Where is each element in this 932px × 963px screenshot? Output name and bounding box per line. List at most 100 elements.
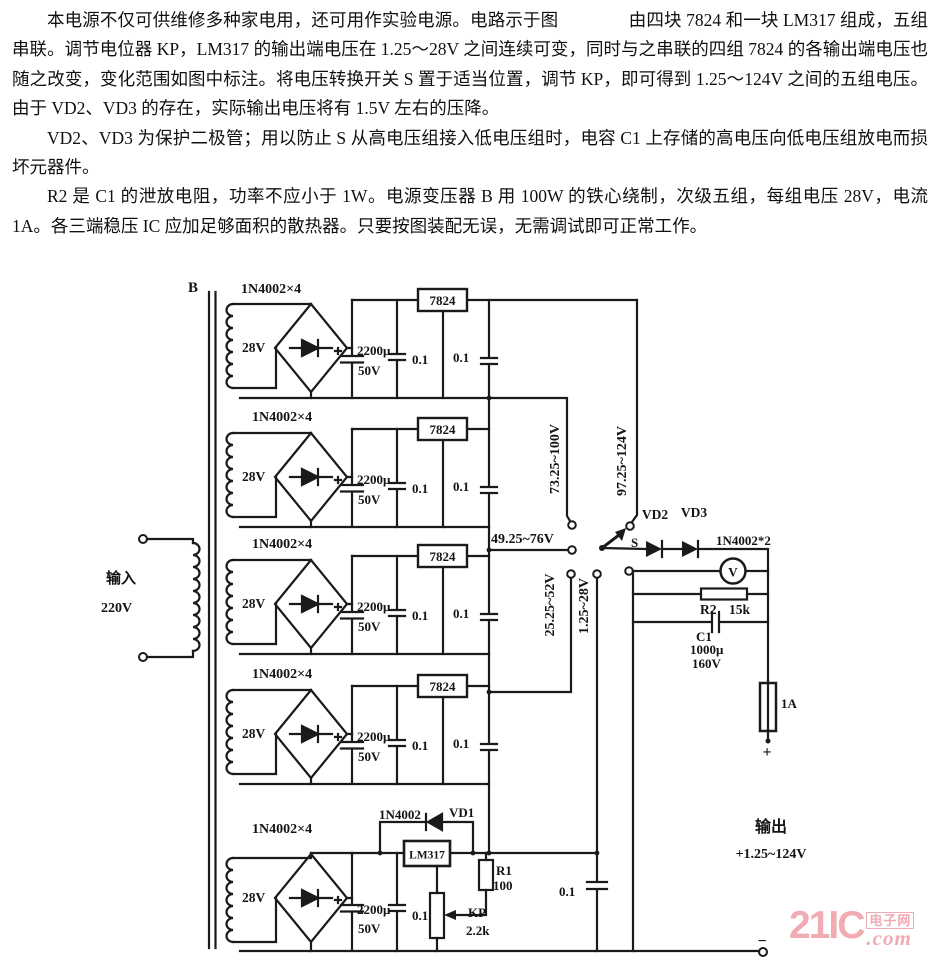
cap-2200u-label: 2200μ — [357, 343, 391, 358]
rectifier-group-4: 7824 1N4002×4 28V 2200μ 50V 0.1 0.1 — [225, 667, 499, 786]
vd1-type-label: 1N4002 — [379, 807, 421, 822]
watermark-21ic: 21IC 电子网 .com — [789, 904, 915, 949]
cap-50v-label: 50V — [358, 492, 381, 507]
output-section: VD2 VD3 1N4002*2 V R2 15k C1 1000μ 160V … — [238, 505, 807, 957]
tap-label-25-52: 25.25~52V — [543, 574, 558, 637]
kp-name-label: KP — [468, 905, 486, 920]
input-label: 输入 — [106, 569, 136, 587]
output-label: 输出 — [755, 817, 787, 836]
watermark-cn-badge: 电子网 — [866, 912, 915, 929]
paragraph-2: VD2、VD3 为保护二极管；用以防止 S 从高电压组接入低电压组时，电容 C1… — [12, 127, 928, 177]
wiper-arrow-icon — [444, 910, 456, 920]
switch-arm-arrow-icon — [615, 528, 626, 541]
cap-2200u-label: 2200μ — [357, 599, 391, 614]
regulator-label: 7824 — [430, 293, 457, 308]
vd1-name-label: VD1 — [449, 805, 474, 820]
transformer: B 输入 220V — [101, 280, 217, 950]
vd2-diode-icon — [646, 541, 662, 557]
r2-resistor — [699, 587, 749, 601]
rectifier-group-1: 7824 1N4002×4 28V 2200μ 50V 0.1 0.1 — [225, 282, 639, 400]
winding-voltage-label: 28V — [242, 890, 266, 905]
watermark-brand: 21IC — [789, 904, 865, 947]
minus-terminal-label: − — [757, 933, 766, 950]
transformer-core — [207, 290, 217, 950]
kp-value-label: 2.2k — [466, 923, 490, 938]
vd3-diode-icon — [682, 541, 698, 557]
rectifier-group-3: 7824 1N4002×4 28V 2200μ 50V 0.1 0.1 — [225, 537, 499, 656]
kp-potentiometer: KP 2.2k — [428, 864, 490, 953]
cap-50v-label: 50V — [358, 363, 381, 378]
output-voltage-label: +1.25~124V — [736, 847, 807, 862]
input-voltage-label: 220V — [101, 601, 132, 616]
rectifier-group-2: 7824 1N4002×4 28V 2200μ 50V 0.1 0.1 — [225, 410, 499, 529]
cap-01a-label: 0.1 — [412, 608, 428, 623]
output-cap-label: 0.1 — [559, 884, 575, 899]
paragraph-1: 本电源不仅可供维修多种家电用，还可用作实验电源。电路示于图 由四块 7824 和… — [12, 10, 928, 119]
switch-label: S — [631, 535, 638, 550]
c1-capacitor — [631, 610, 770, 634]
regulator-lm317 — [402, 839, 452, 868]
bridge-diodes-label: 1N4002×4 — [252, 667, 312, 682]
voltmeter-label: V — [728, 565, 738, 580]
tap-label-73-100: 73.25~100V — [548, 424, 563, 494]
cap-01b-label: 0.1 — [453, 350, 469, 365]
tap-label-97-124: 97.25~124V — [615, 426, 630, 496]
cap-50v-label: 50V — [358, 921, 381, 936]
vd2-label: VD2 — [642, 507, 668, 522]
r1-value-label: 100 — [493, 878, 513, 893]
bridge-diodes-label: 1N4002×4 — [252, 822, 312, 837]
meter-contact — [624, 566, 634, 576]
regulator-7824-3 — [416, 543, 469, 569]
tap-contact-1v — [592, 569, 602, 579]
input-terminal-bottom — [138, 652, 148, 662]
cap-50v-label: 50V — [358, 619, 381, 634]
vd1-diode: 1N4002 VD1 — [378, 805, 474, 855]
cap-2200u-label: 2200μ — [357, 729, 391, 744]
bridge-diodes-label: 1N4002×4 — [252, 537, 312, 552]
junction-dots — [377, 395, 600, 856]
tap-contact-73v — [567, 520, 577, 530]
rectifier-group-5-lm317: 1N4002×4 28V 2200μ 50V 0.1 1N4002 VD1 LM… — [225, 805, 599, 953]
plus-terminal-label: + — [762, 744, 771, 761]
voltmeter-icon — [719, 557, 747, 585]
cap-50v-label: 50V — [358, 749, 381, 764]
input-terminal-top — [138, 534, 148, 544]
cap-2200u-label: 2200μ — [357, 902, 391, 917]
regulator-label: 7824 — [430, 549, 457, 564]
minus-terminal — [758, 947, 768, 957]
regulator-7824-4 — [416, 673, 469, 699]
cap-01b-label: 0.1 — [453, 736, 469, 751]
winding-voltage-label: 28V — [242, 340, 266, 355]
regulator-7824-2 — [416, 416, 469, 442]
fuse-label: 1A — [781, 696, 798, 711]
regulator-label: 7824 — [430, 679, 457, 694]
cap-01a-label: 0.1 — [412, 738, 428, 753]
r1-name-label: R1 — [496, 863, 512, 878]
vd3-label: VD3 — [681, 505, 707, 520]
regulator-label: 7824 — [430, 422, 457, 437]
paragraph-3: R2 是 C1 的泄放电阻，功率不应小于 1W。电源变压器 B 用 100W 的… — [12, 186, 928, 236]
tap-contact-97v — [625, 521, 635, 531]
cap-01a-label: 0.1 — [412, 908, 428, 923]
cap-01b-label: 0.1 — [453, 606, 469, 621]
winding-voltage-label: 28V — [242, 596, 266, 611]
r1-resistor: R1 100 — [448, 851, 513, 917]
cap-01a-label: 0.1 — [412, 481, 428, 496]
bridge-diodes-label: 1N4002×4 — [241, 282, 301, 297]
regulator-7824-1 — [416, 287, 469, 313]
protection-diodes-type-label: 1N4002*2 — [716, 533, 771, 548]
c1-value-label: 1000μ — [690, 642, 724, 657]
tap-label-49-76: 49.25~76V — [491, 532, 554, 547]
bridge-diodes-label: 1N4002×4 — [252, 410, 312, 425]
transformer-designator: B — [188, 280, 198, 296]
primary-winding — [138, 534, 201, 662]
r2-name-label: R2 — [700, 602, 717, 617]
tap-contact-49v — [567, 545, 577, 555]
tap-contact-25v — [566, 569, 576, 579]
voltage-taps: 97.25~124V 73.25~100V 49.25~76V 25.25~52… — [487, 298, 638, 953]
c1-voltage-label: 160V — [692, 656, 722, 671]
winding-voltage-label: 28V — [242, 469, 266, 484]
article-text: 本电源不仅可供维修多种家电用，还可用作实验电源。电路示于图 由四块 7824 和… — [0, 6, 932, 241]
c1-name-label: C1 — [696, 629, 712, 644]
